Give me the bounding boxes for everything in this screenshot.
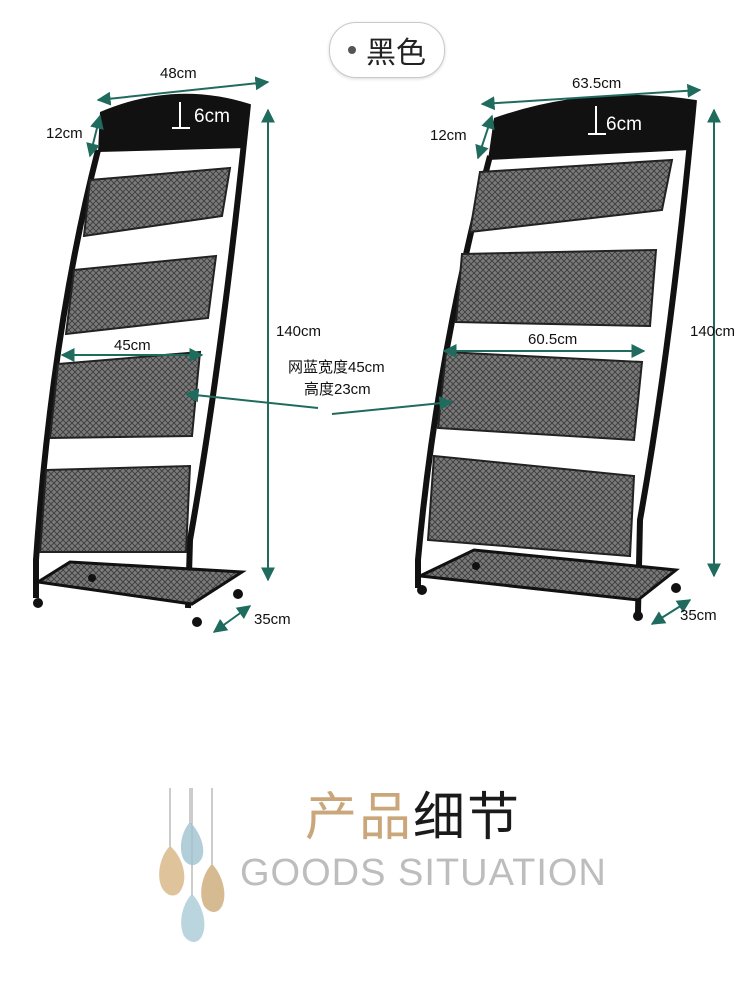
section-title: 产品细节 [305,775,521,850]
left-base-depth-label: 35cm [254,611,291,628]
left-rack-wheel [233,589,243,599]
right-rack-wheel [417,585,427,595]
right-rack-wheel [633,611,643,621]
section-title-part2: 细节 [413,788,522,848]
mesh-note-line1: 网蓝宽度45cm [288,359,385,376]
right-rack-wheel [472,562,480,570]
left-rack-left-rail [33,149,101,598]
right-rack-right-rail [635,99,697,613]
left-rack-shelves [38,166,232,553]
left-shelf-width-label: 45cm [114,337,151,354]
right-rack [414,94,697,621]
left-rack-shelf [82,166,232,238]
left-rack-header [98,93,250,152]
left-rack [33,93,251,627]
pendant-lamps-decoration [159,788,225,942]
left-rack-wheel [192,617,202,627]
right-rack-shelf [468,158,674,234]
right-rack-shelf [426,454,636,558]
section-title-part1: 产品 [305,788,414,848]
left-header-height-label: 6cm [194,106,230,127]
right-rack-shelves [426,158,674,558]
left-height-label: 140cm [276,323,321,340]
left-rack-shelf [64,254,218,336]
right-depth-top-label: 12cm [430,127,467,144]
left-width-label: 48cm [160,65,197,82]
right-shelf-width-label: 60.5cm [528,331,577,348]
left-rack-shelf [48,350,202,440]
right-height-label: 140cm [690,323,735,340]
color-label: 黑色 [366,36,426,71]
mesh-note-line2: 高度23cm [304,381,371,398]
left-rack-wheel [88,574,96,582]
right-dimension-lines [331,83,721,625]
right-rack-header [488,94,696,160]
section-subtitle: GOODS SITUATION [240,852,607,894]
left-rack-base [33,560,247,606]
left-rack-right-rail [185,103,251,609]
left-rack-shelf [38,464,192,553]
right-rack-wheel [671,583,681,593]
right-header-height-label: 6cm [606,114,642,135]
right-width-label: 63.5cm [572,75,621,92]
left-rack-wheel [33,598,43,608]
right-rack-base [414,548,680,602]
right-rack-shelf [436,350,644,442]
color-option-pill[interactable]: 黑色 [329,22,445,78]
right-rack-shelf [454,248,658,328]
right-base-depth-label: 35cm [680,607,717,624]
left-depth-top-label: 12cm [46,125,83,142]
left-dimension-lines [60,76,319,633]
bullet-dot [348,46,356,54]
